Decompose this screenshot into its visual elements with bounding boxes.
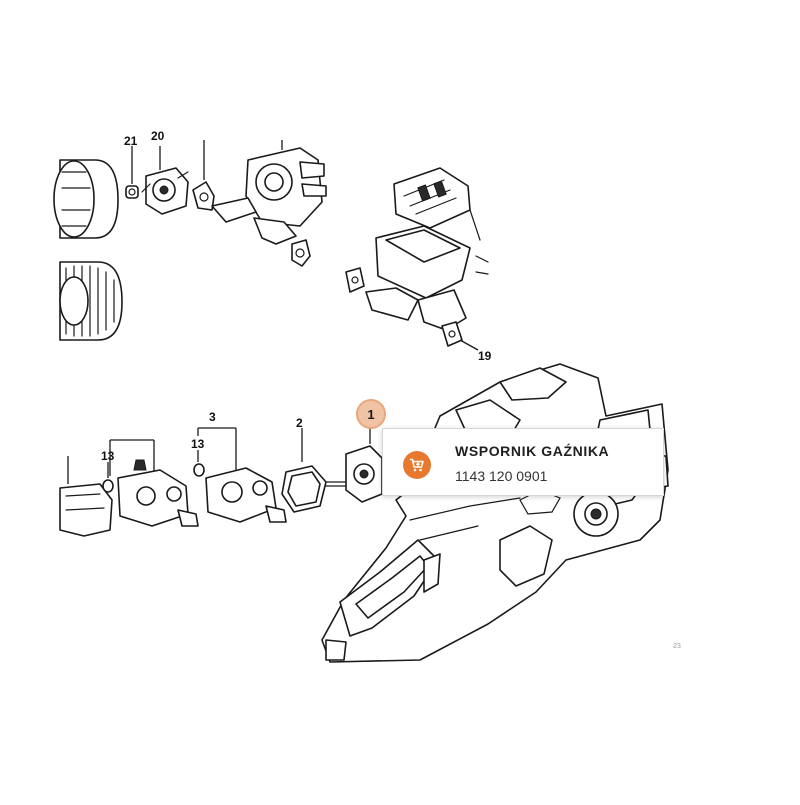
part-3-carburetor: [197, 427, 287, 523]
filter-cover-part: [345, 167, 489, 347]
callout-3: 3: [209, 410, 216, 424]
callout-1-label: 1: [367, 406, 375, 422]
add-to-cart-icon: [409, 458, 424, 472]
carburetor-part-a: [109, 439, 199, 527]
callout-2: 2: [296, 416, 303, 430]
callout-20: 20: [151, 129, 165, 143]
intake-manifold-part: [211, 140, 327, 267]
engine-housing-left-part: [59, 456, 113, 537]
callout-19: 19: [478, 349, 492, 363]
callout-1-highlight-marker[interactable]: 1: [356, 399, 386, 429]
part-21-nut: [125, 146, 139, 199]
part-13-oring-a: [102, 462, 114, 493]
part-number: 1143 120 0901: [455, 468, 548, 484]
part-1-carburetor-bracket: [325, 428, 383, 503]
part-13-oring-b: [193, 450, 205, 477]
callout-21: 21: [124, 134, 138, 148]
part-name: WSPORNIK GAŹNIKA: [455, 443, 610, 459]
part-info-popup: WSPORNIK GAŹNIKA 1143 120 0901: [382, 428, 664, 496]
callout-13-a: 13: [101, 449, 115, 463]
part-2-gasket: [281, 428, 327, 513]
air-filter-part: [53, 159, 123, 341]
sheet-reference: 23: [673, 643, 681, 650]
add-to-cart-button[interactable]: [403, 451, 431, 479]
part-20-flange: [141, 146, 189, 215]
part-19-gasket: [459, 339, 479, 351]
part-gasket-top: [192, 140, 215, 211]
callout-13-b: 13: [191, 437, 205, 451]
